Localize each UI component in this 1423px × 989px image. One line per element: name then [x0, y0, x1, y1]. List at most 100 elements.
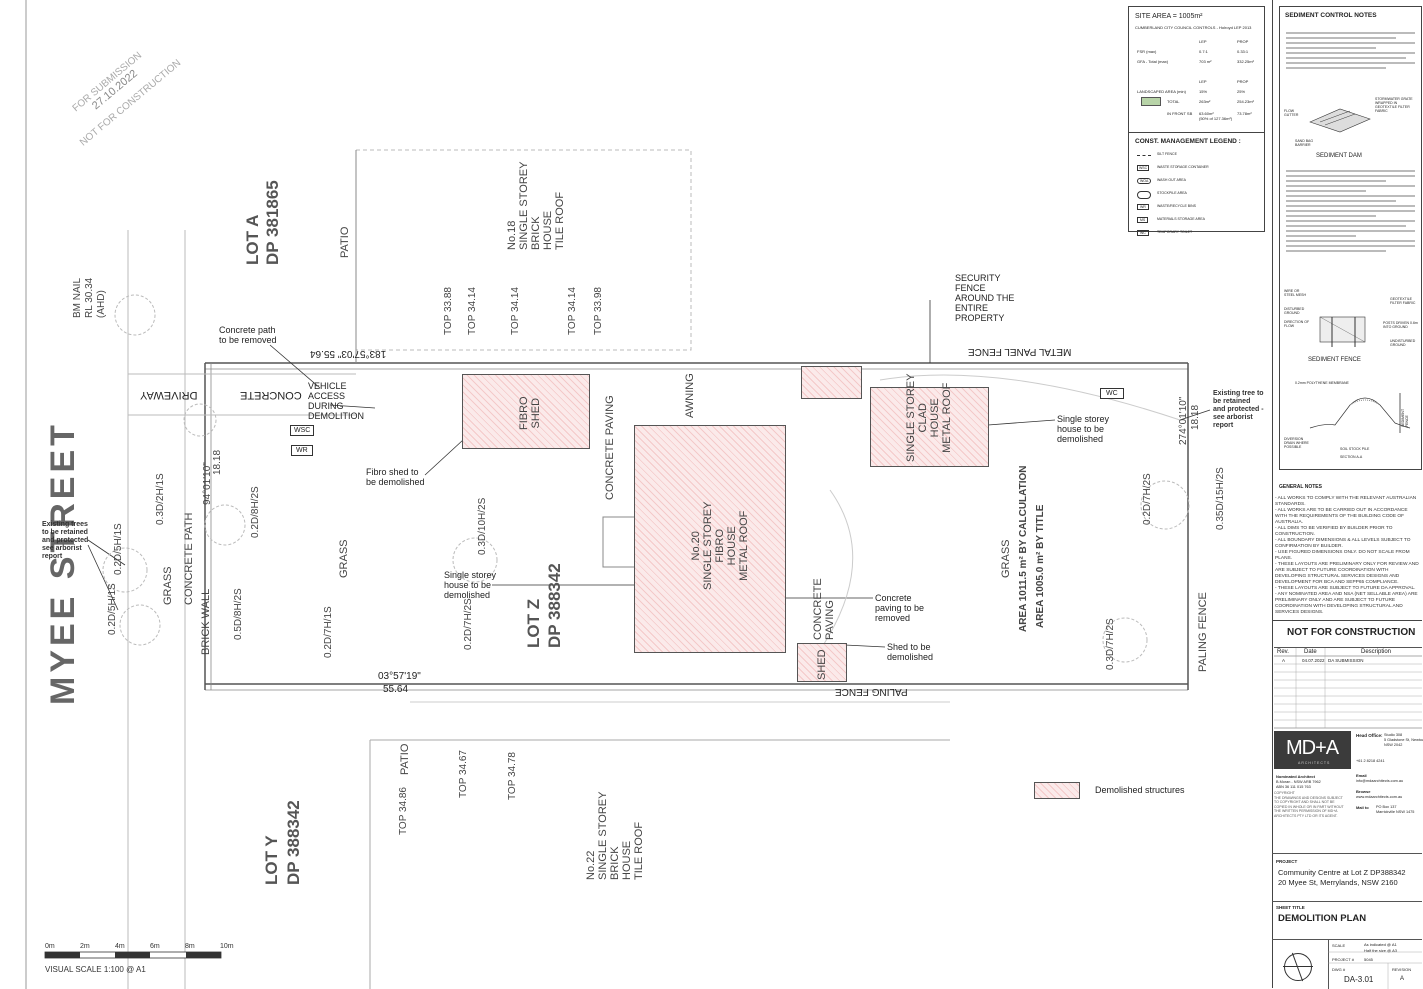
top-level: TOP 34.86	[398, 787, 409, 835]
dam-label: FLOW GUTTER	[1284, 109, 1299, 117]
legend-code: MS	[1137, 217, 1149, 223]
sediment-dam-caption: SEDIMENT DAM	[1316, 153, 1362, 159]
lot-y-label: LOT Y	[262, 835, 281, 885]
sediment-notes-text-2	[1280, 167, 1421, 252]
total-prop: 254.23m²	[1237, 99, 1254, 104]
clad-house-label: SINGLE STOREY CLAD HOUSE METAL ROOF	[905, 373, 953, 462]
shed-label: SHED	[816, 649, 828, 680]
grass-label-1: GRASS	[162, 566, 174, 605]
nominated-architect: B.Moran - NSW ARB 7962 ABN 36 111 015 76…	[1276, 780, 1321, 789]
head-office: Studio 308 5 Gladstone St, Newtown NSW 2…	[1384, 733, 1423, 747]
scale-tick: 6m	[150, 943, 160, 950]
section-label: SEDIMENT FENCE	[1401, 408, 1409, 427]
landscaped-swatch	[1141, 97, 1161, 106]
sediment-dam-sketch	[1309, 108, 1371, 133]
scale-cell-border	[1328, 939, 1329, 989]
scale-tick: 10m	[220, 943, 234, 950]
site-plan-linework	[25, 0, 1211, 989]
annotation-trees-left: Existing trees to be retained and protec…	[42, 521, 89, 560]
rev-a-date: 04.07.2022	[1302, 658, 1325, 663]
project-no: 5045	[1364, 957, 1373, 962]
rev-a: A	[1282, 658, 1286, 663]
tree-label: 0.2D/8H/2S	[250, 486, 261, 538]
metal-panel-fence-label: METAL PANEL FENCE	[968, 346, 1072, 357]
bearing-top: 183°57'03" 55.64	[310, 348, 387, 359]
email: info@mdaarchitects.com.au	[1356, 779, 1404, 783]
phone: +61 2 8218 4241	[1356, 759, 1385, 763]
landscaped-label: LANDSCAPED AREA (min)	[1137, 89, 1186, 94]
copyright: COPYRIGHT THE DRAWINGS AND DESIGNS SUBJE…	[1274, 791, 1344, 818]
top-level: TOP 34.14	[510, 287, 521, 335]
general-note: - ALL WORKS TO COMPLY WITH THE RELEVANT …	[1275, 496, 1417, 507]
street-name: MYEE STREET	[44, 421, 82, 705]
grass-label-3: GRASS	[1000, 539, 1012, 578]
dam-label: SAND BAG BARRIER	[1295, 139, 1314, 147]
website: www.mdaarchitects.com.au	[1356, 795, 1403, 799]
section-label: SOIL STOCK PILE	[1340, 447, 1370, 451]
lot-a-dp: DP 381865	[263, 180, 282, 265]
tree-label: 0.3D/2H/1S	[155, 473, 166, 525]
head-office-label: Head Office:	[1356, 733, 1383, 738]
total-label: TOTAL	[1167, 99, 1180, 104]
legend-code: WOA	[1137, 178, 1152, 184]
gfa-prop: 332.25m²	[1237, 59, 1254, 64]
bearing-right: 274°01'10"	[1178, 396, 1189, 445]
project-name: Community Centre at Lot Z DP388342 20 My…	[1278, 868, 1406, 887]
scale-value: As indicated @ A1 Half the size @ A3	[1364, 942, 1397, 953]
tree-label: 0.5D/8H/2S	[233, 588, 244, 640]
sediment-fence-caption: SEDIMENT FENCE	[1308, 357, 1361, 363]
general-notes-title: GENERAL NOTES	[1279, 484, 1322, 490]
tree-label: 0.2D/7H/2S	[1142, 473, 1153, 525]
gfa-lep: 703 m²	[1199, 59, 1212, 64]
revision-label: REVISION	[1392, 967, 1412, 972]
fence-label: DISTURBED GROUND	[1284, 307, 1305, 315]
annotation-fibro-shed: Fibro shed to be demolished	[366, 467, 425, 487]
general-note: - ALL WORKS ARE TO BE CARRIED OUT IN ACC…	[1275, 508, 1408, 525]
wc-marker: WC	[1100, 388, 1124, 399]
fence-label: UNDISTURBED GROUND	[1390, 339, 1416, 347]
soil-stockpile-sketch	[1309, 393, 1411, 433]
fence-label: WIRE OR STEEL MESH	[1284, 289, 1307, 297]
not-for-construction: NOT FOR CONSTRUCTION	[1287, 627, 1416, 638]
tree-label: 0.2D/5H/1S	[113, 523, 124, 575]
legend-item: STOCKPILE AREA	[1157, 191, 1187, 195]
revision-grid	[1274, 648, 1422, 729]
annotation-clad-house: Single storey house to be demolished	[1057, 414, 1110, 444]
divider-sheet	[1272, 901, 1422, 902]
total-lep: 263m²	[1199, 99, 1211, 104]
fsr-label: FSR (max)	[1137, 49, 1157, 54]
general-note: - THESE LAYOUTS ARE SUBJECT TO FUTURE DA…	[1275, 586, 1416, 591]
general-notes-list: - ALL WORKS TO COMPLY WITH THE RELEVANT …	[1275, 496, 1419, 616]
general-note: - ALL BOUNDARY DIMENSIONS & ALL LEVELS S…	[1275, 538, 1411, 549]
tree-label: 0.2D/5H/1S	[107, 583, 118, 635]
top-level: TOP 33.88	[443, 287, 454, 335]
small-demolished-structure	[801, 366, 862, 399]
wsc-marker: WSC	[290, 425, 315, 436]
scale-label: SCALE	[1332, 943, 1346, 948]
scale-tick: 2m	[80, 943, 90, 950]
demolished-legend-swatch	[1034, 782, 1080, 799]
annotation-tree-right: Existing tree to be retained and protect…	[1213, 390, 1264, 429]
company-logo: MD+A ARCHITECTS	[1274, 731, 1351, 769]
prop-header: PROP	[1237, 39, 1249, 44]
main-house-label: No.20 SINGLE STOREY FIBRO HOUSE METAL RO…	[690, 501, 750, 590]
section-label: DIVERSION DRAIN WHERE POSSIBLE	[1284, 437, 1309, 449]
scale-tick: 4m	[115, 943, 125, 950]
annotation-shed: Shed to be demolished	[887, 642, 934, 662]
annotation-security-fence: SECURITY FENCE AROUND THE ENTIRE PROPERT…	[955, 273, 1015, 323]
fence-label: POSTS DRIVEN 0.6m INTO GROUND	[1383, 321, 1418, 329]
legend-item: SILT FENCE	[1157, 152, 1177, 156]
section-caption: SECTION A-A	[1340, 455, 1363, 459]
fence-label: GEOTEXTILE FILTER FABRIC	[1390, 297, 1416, 305]
annotation-vehicle-access: VEHICLE ACCESS DURING DEMOLITION	[308, 381, 365, 421]
legend-code: WSC	[1137, 165, 1150, 171]
lep-header-2: LEP	[1199, 79, 1207, 84]
dam-label: STORMWATER GRATE WRAPPED IN GEOTEXTILE F…	[1375, 97, 1413, 113]
top-level: TOP 34.67	[458, 750, 469, 798]
site-area-panel: SITE AREA = 1005m² CUMBERLAND CITY COUNC…	[1128, 6, 1265, 236]
site-area-subtitle: CUMBERLAND CITY COUNCIL CONTROLS - Holro…	[1135, 25, 1252, 30]
top-level: TOP 34.14	[467, 287, 478, 335]
rev-a-desc: DA SUBMISSION	[1328, 658, 1364, 663]
mail-address: PO Box 137 Marrickville NSW 1475	[1376, 805, 1415, 814]
general-notes: GENERAL NOTES - ALL WORKS TO COMPLY WITH…	[1275, 482, 1421, 616]
